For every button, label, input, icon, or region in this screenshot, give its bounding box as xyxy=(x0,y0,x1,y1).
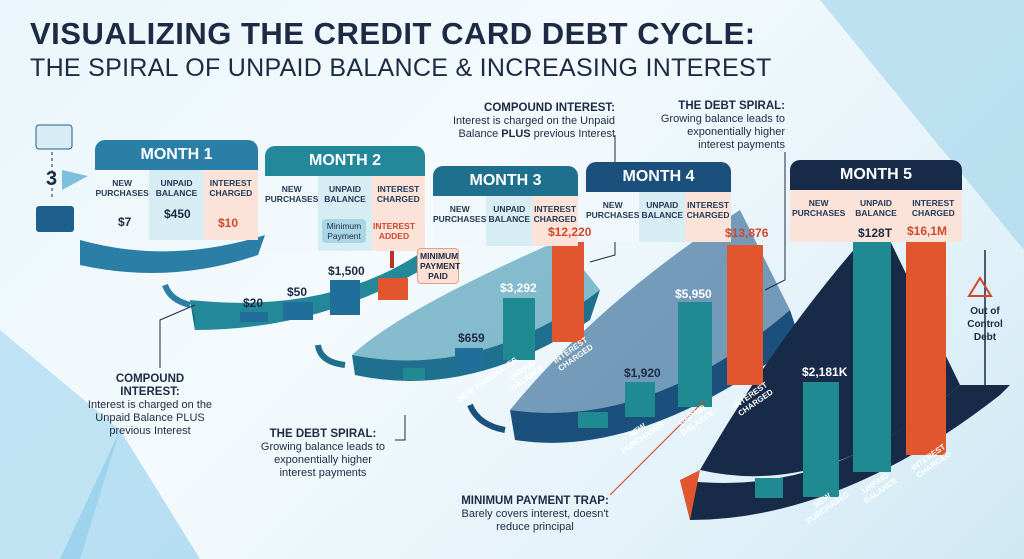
value-m2-extra: $1,500 xyxy=(328,264,365,278)
bar-m5-balance xyxy=(853,242,891,472)
interest-added-label: INTEREST ADDED xyxy=(372,221,416,241)
value-m5-new: $2,181K xyxy=(802,365,848,379)
bar-m2-new xyxy=(240,312,268,322)
value-m3-balance: $3,292 xyxy=(500,281,537,295)
bar-m4-small xyxy=(578,412,608,428)
bar-m3-interest xyxy=(552,242,584,342)
value-m3-interest: $12,220 xyxy=(548,225,592,239)
bar-m5-small xyxy=(755,478,783,498)
month-header: MONTH 3 xyxy=(433,166,578,196)
value-m4-interest: $13,876 xyxy=(725,226,769,240)
bar-m4-balance xyxy=(678,302,712,407)
arrow-right-icon xyxy=(62,170,88,190)
bar-m4-new xyxy=(625,382,655,417)
value-m4-balance: $5,950 xyxy=(675,287,712,301)
month-header: MONTH 5 xyxy=(790,160,962,190)
value-m2-new: $20 xyxy=(243,296,264,310)
callout-spiral-top: THE DEBT SPIRAL:Growing balance leads to… xyxy=(660,100,785,151)
ribbon-month-1 xyxy=(80,235,265,273)
card-count: 3 xyxy=(46,168,58,190)
value-m1-new: $7 xyxy=(118,215,132,229)
value-m3-new: $659 xyxy=(458,331,485,345)
month-header: MONTH 2 xyxy=(265,146,425,176)
bar-m3-small xyxy=(403,368,425,380)
ribbon-month-2 xyxy=(190,250,430,330)
bar-m2-balance xyxy=(283,302,313,320)
value-m1-interest: $10 xyxy=(218,216,239,230)
credit-card-icon xyxy=(35,124,73,150)
month-header: MONTH 4 xyxy=(586,162,731,192)
value-m5-interest: $16,1M xyxy=(907,224,948,238)
callout-compound-top: COMPOUND INTEREST:Interest is charged on… xyxy=(452,102,615,140)
bar-m5-interest xyxy=(906,240,946,455)
value-m1-balance: $450 xyxy=(164,207,191,221)
flow-arrow-icon xyxy=(467,403,506,433)
value-m5-balance: $128T xyxy=(858,226,893,240)
bar-m2-interest xyxy=(378,278,408,300)
bg-shape xyxy=(820,0,1024,250)
bar-m4-interest xyxy=(727,245,763,385)
month-header: MONTH 1 xyxy=(95,140,258,170)
callout-compound-left: COMPOUND INTEREST:Interest is charged on… xyxy=(87,373,213,437)
flow-arrow-icon xyxy=(315,344,346,368)
bar-m3-new xyxy=(455,348,483,370)
bar-m2-extra xyxy=(330,280,360,315)
bar-m5-new xyxy=(803,382,839,497)
warning-icon xyxy=(967,276,993,297)
page-title: VISUALIZING THE CREDIT CARD DEBT CYCLE: xyxy=(30,16,756,51)
out-of-control-label: Out of Control Debt xyxy=(967,306,1003,343)
bg-shape xyxy=(60,430,200,559)
callout-min-trap: MINIMUM PAYMENT TRAP:Barely covers inter… xyxy=(461,495,609,533)
value-m4-new: $1,920 xyxy=(624,366,661,380)
credit-card-icon xyxy=(36,206,74,232)
flow-arrow-icon xyxy=(162,283,191,308)
minimum-payment-label: Minimum Payment xyxy=(322,219,366,243)
callout-spiral-left: THE DEBT SPIRAL:Growing balance leads to… xyxy=(260,428,386,479)
page-subtitle: THE SPIRAL OF UNPAID BALANCE & INCREASIN… xyxy=(30,54,772,82)
value-m2-balance: $50 xyxy=(287,285,308,299)
bar-m3-balance xyxy=(503,298,535,360)
minimum-payment-paid-label: MINIMUM PAYMENT PAID xyxy=(417,248,460,284)
